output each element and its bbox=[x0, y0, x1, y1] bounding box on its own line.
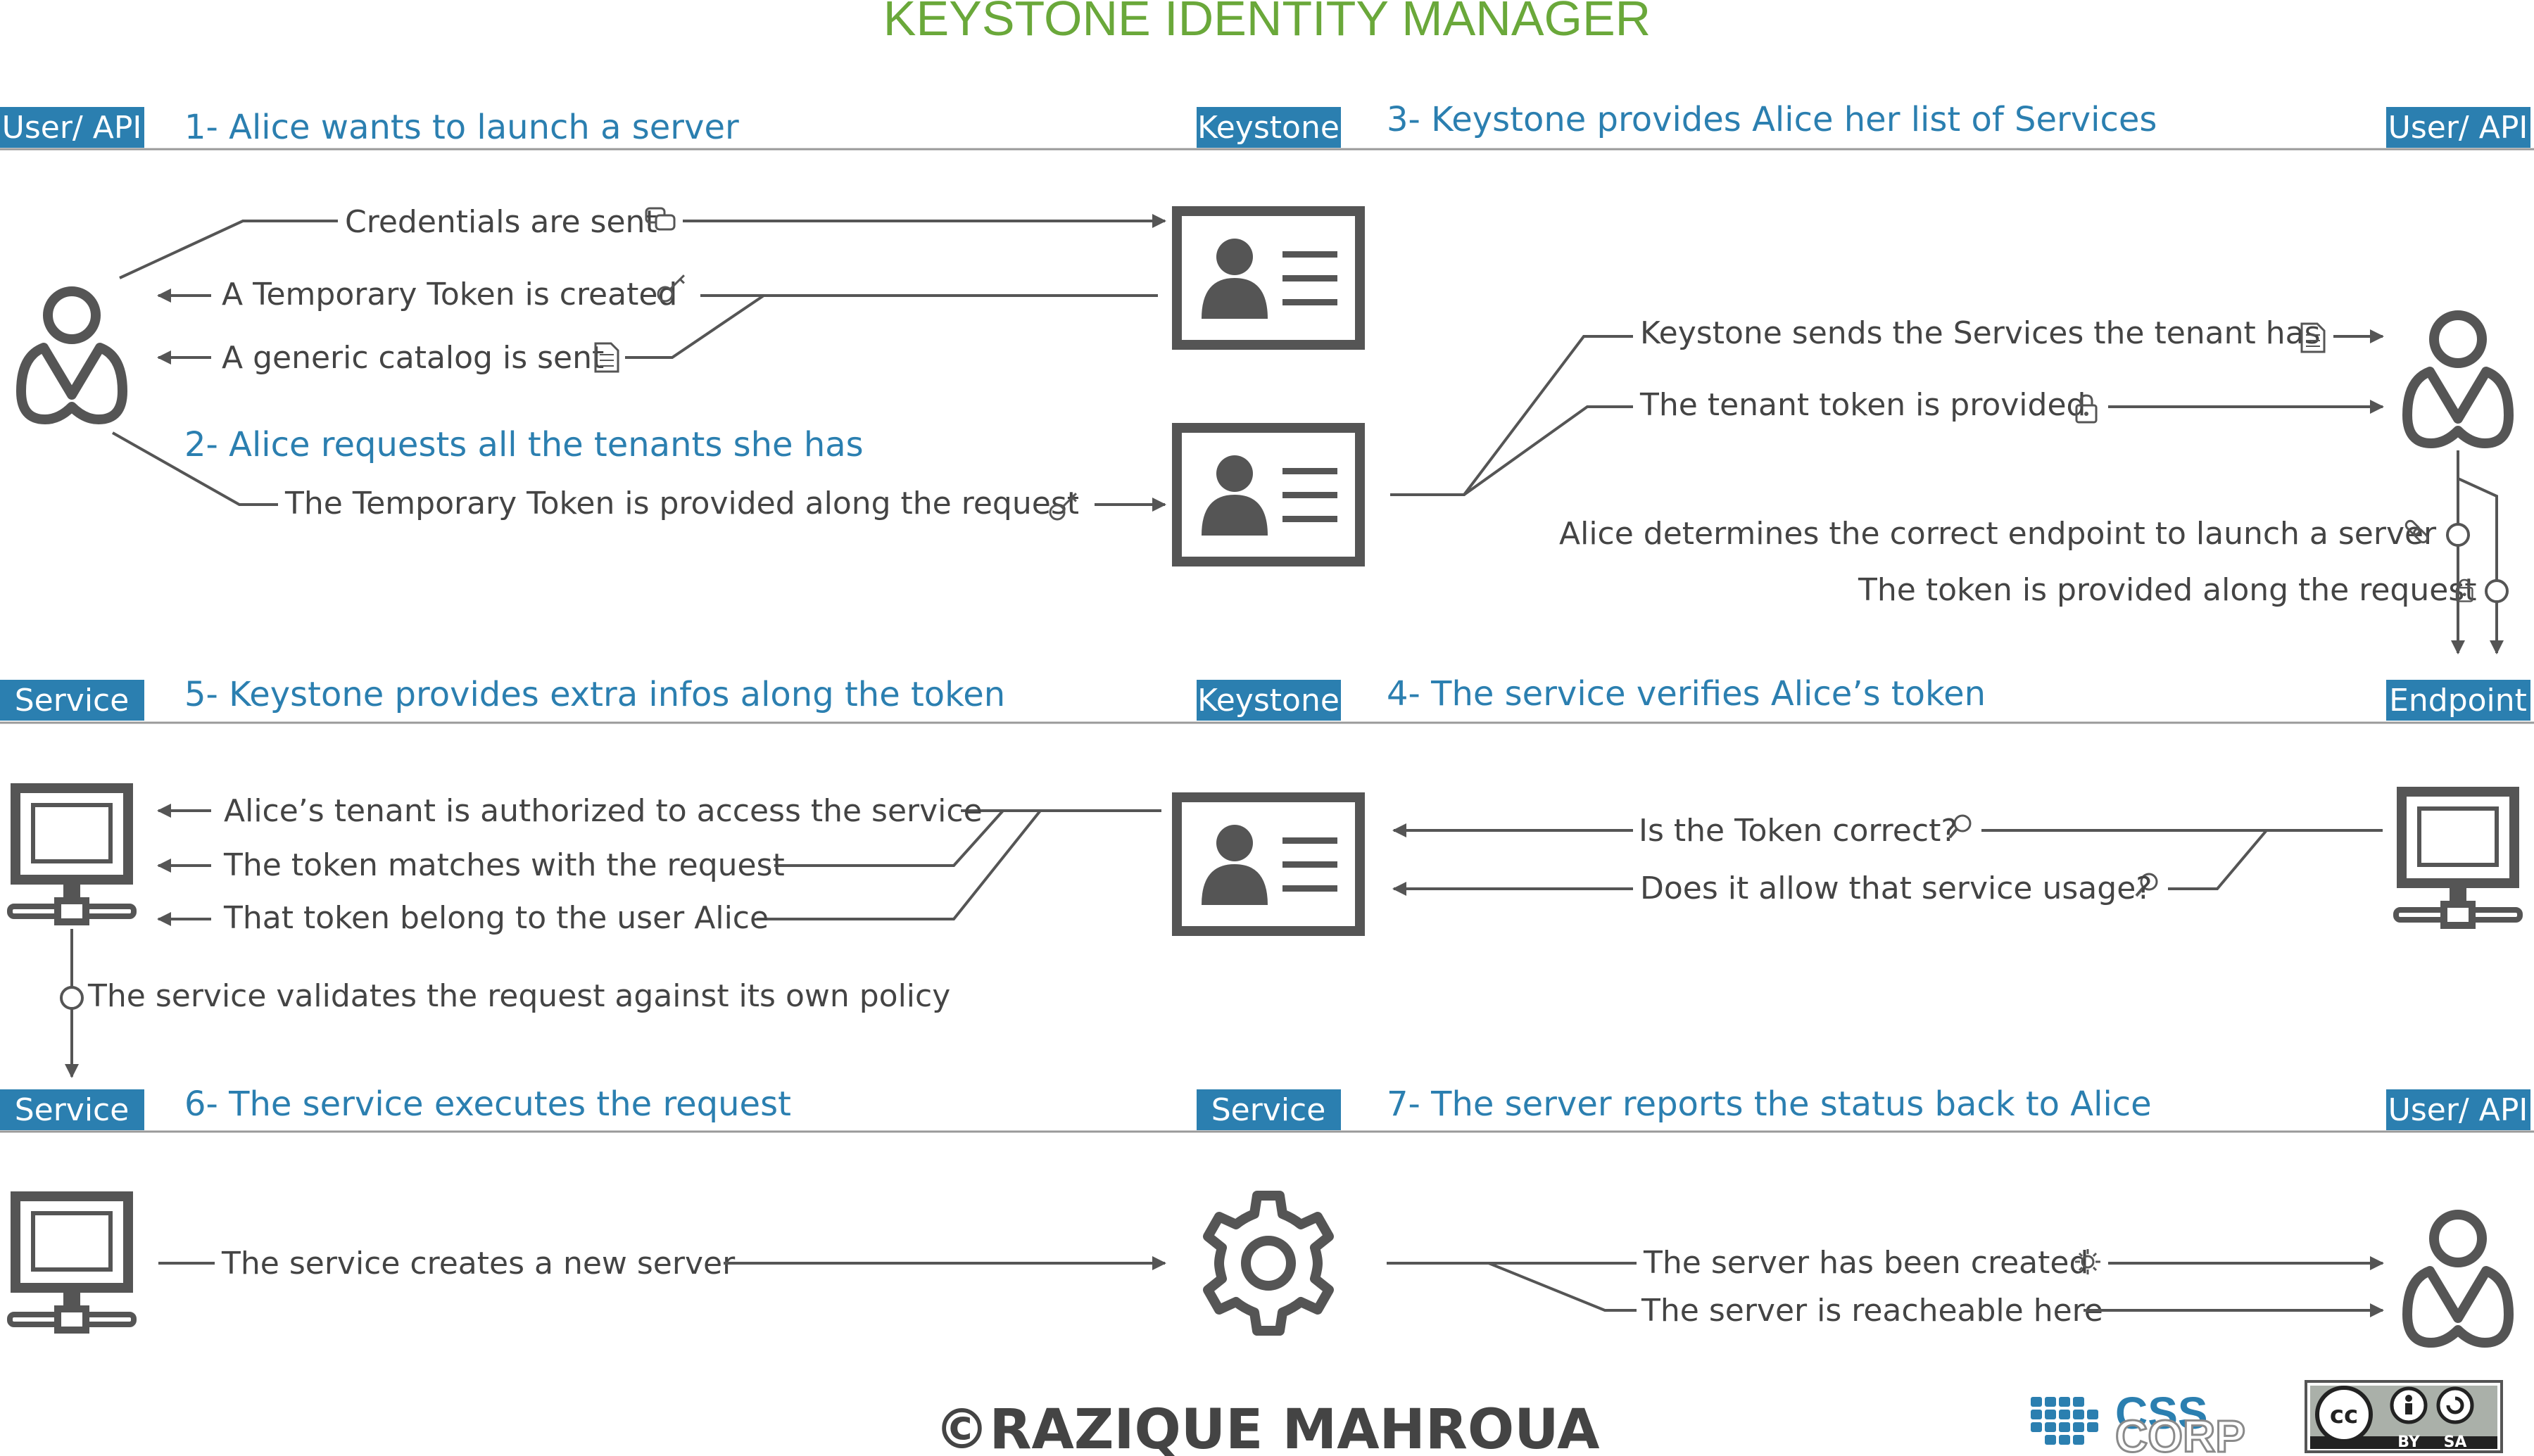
diagram-title: KEYSTONE IDENTITY MANAGER bbox=[883, 0, 1651, 46]
msg-sends-services: Keystone sends the Services the tenant h… bbox=[1640, 315, 2321, 351]
svg-text:cc: cc bbox=[2330, 1401, 2358, 1429]
msg-tenant-token: The tenant token is provided bbox=[1639, 387, 2086, 423]
tag-user-api bbox=[2386, 1089, 2530, 1130]
msg-creates-server: The service creates a new server bbox=[221, 1246, 736, 1281]
connector-line bbox=[112, 431, 278, 506]
connector-line bbox=[2457, 450, 2498, 581]
svg-text:BY: BY bbox=[2397, 1433, 2421, 1451]
msg-server-created: The server has been created bbox=[1643, 1245, 2088, 1281]
tag-keystone-label: Keystone bbox=[1197, 110, 1340, 146]
link-icon bbox=[2404, 519, 2429, 544]
tag-user-api-label: User/ API bbox=[2388, 1092, 2528, 1128]
tag-service bbox=[0, 680, 144, 721]
tag-service bbox=[0, 1089, 144, 1130]
user-icon bbox=[21, 291, 122, 419]
step-6-title: 6- The service executes the request bbox=[184, 1084, 791, 1124]
tag-service-label: Service bbox=[1211, 1092, 1326, 1128]
chat-icon bbox=[645, 207, 676, 231]
document-icon bbox=[594, 342, 619, 373]
connector-line bbox=[119, 220, 338, 279]
lock-icon bbox=[2075, 394, 2098, 424]
svg-text:CSS: CSS bbox=[2115, 1388, 2208, 1438]
connector-line bbox=[1390, 335, 1633, 496]
connector-line bbox=[774, 809, 1004, 867]
connector-line bbox=[2168, 829, 2268, 890]
connector-line bbox=[1463, 405, 1633, 496]
tag-service-label: Service bbox=[15, 683, 130, 718]
svg-text:SA: SA bbox=[2444, 1433, 2467, 1451]
magnifier-icon bbox=[2135, 873, 2158, 897]
keystone-card-icon bbox=[1177, 797, 1360, 931]
tag-user-api-label: User/ API bbox=[2, 110, 142, 146]
document-icon bbox=[2300, 322, 2326, 353]
step-7-title: 7- The server reports the status back to… bbox=[1387, 1084, 2152, 1124]
connector-line bbox=[1488, 1262, 1637, 1312]
msg-temp-token-request: The Temporary Token is provided along th… bbox=[284, 486, 1079, 521]
tag-service-label: Service bbox=[15, 1092, 130, 1128]
node-circle bbox=[60, 986, 84, 1010]
computer-icon bbox=[10, 788, 134, 922]
computer-icon bbox=[10, 1196, 134, 1330]
css-corp-logo: CSS CORP bbox=[2031, 1388, 2246, 1456]
step-2-title: 2- Alice requests all the tenants she ha… bbox=[184, 425, 864, 464]
tag-user-api bbox=[2386, 107, 2530, 148]
tag-keystone bbox=[1197, 680, 1341, 721]
key-icon bbox=[657, 274, 685, 303]
user-icon bbox=[2407, 1215, 2509, 1343]
step-3-title: 3- Keystone provides Alice her list of S… bbox=[1387, 100, 2157, 139]
msg-catalog: A generic catalog is sent bbox=[222, 340, 604, 376]
msg-credentials: Credentials are sent bbox=[345, 204, 657, 240]
copyright-text: ©RAZIQUE MAHROUA bbox=[934, 1398, 1599, 1456]
keystone-card-icon bbox=[1177, 428, 1360, 562]
keystone-card-icon bbox=[1177, 211, 1360, 345]
node-circle bbox=[2446, 523, 2470, 547]
tag-keystone-label: Keystone bbox=[1197, 683, 1340, 718]
step-5-title: 5- Keystone provides extra infos along t… bbox=[184, 675, 1005, 714]
svg-text:CORP: CORP bbox=[2115, 1411, 2245, 1456]
tag-endpoint-label: Endpoint bbox=[2389, 683, 2527, 718]
msg-allow-usage: Does it allow that service usage? bbox=[1640, 871, 2152, 906]
key-icon bbox=[1049, 493, 1077, 521]
connector-line bbox=[625, 294, 765, 359]
msg-token-belong: That token belong to the user Alice bbox=[223, 900, 769, 936]
msg-reachable: The server is reacheable here bbox=[1641, 1293, 2103, 1329]
msg-token-correct: Is the Token correct? bbox=[1639, 813, 1958, 849]
tag-service bbox=[1197, 1089, 1341, 1130]
sparkle-icon bbox=[2075, 1249, 2100, 1274]
node-circle bbox=[2485, 579, 2509, 603]
msg-endpoint: Alice determines the correct endpoint to… bbox=[1559, 516, 2437, 552]
msg-token-matches: The token matches with the request bbox=[223, 847, 785, 883]
gear-icon bbox=[1203, 1191, 1334, 1336]
step-1-title: 1- Alice wants to launch a server bbox=[184, 108, 739, 147]
connector-line bbox=[757, 809, 1042, 920]
tag-user-api bbox=[0, 107, 144, 148]
msg-validates: The service validates the request agains… bbox=[87, 978, 950, 1014]
tag-user-api-label: User/ API bbox=[2388, 110, 2528, 146]
tag-keystone bbox=[1197, 107, 1341, 148]
creative-commons-badge: cc BY SA bbox=[2305, 1380, 2503, 1453]
computer-icon bbox=[2396, 792, 2520, 925]
user-icon bbox=[2407, 315, 2509, 443]
msg-token-request: The token is provided along the request bbox=[1858, 572, 2477, 608]
msg-tenant-authorized: Alice’s tenant is authorized to access t… bbox=[224, 793, 983, 829]
tag-endpoint bbox=[2386, 680, 2530, 721]
step-4-title: 4- The service verifies Alice’s token bbox=[1387, 674, 1986, 714]
msg-temp-token: A Temporary Token is created bbox=[222, 277, 677, 312]
magnifier-icon bbox=[1948, 814, 1972, 839]
